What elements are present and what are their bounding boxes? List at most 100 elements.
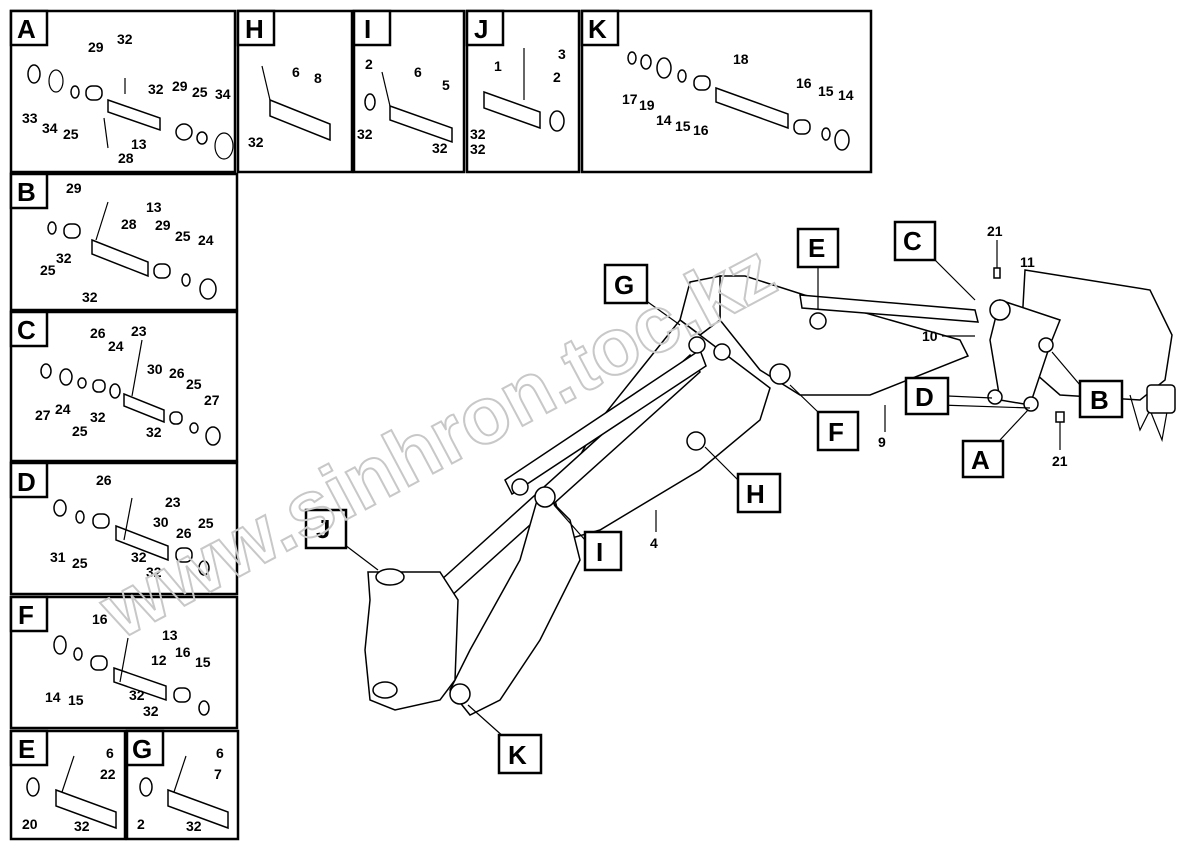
panel-b-label: 13: [146, 199, 162, 215]
panel-a-label: 29: [172, 78, 188, 94]
callout-a: A: [961, 409, 1029, 479]
svg-text:G: G: [614, 270, 634, 300]
callout-g: G: [603, 263, 681, 326]
callout-c: C: [893, 220, 976, 301]
panel-k-label: 15: [675, 118, 691, 134]
callout-b: B: [1051, 351, 1124, 419]
panel-a-label: 33: [22, 110, 38, 126]
panel-a-letter: A: [17, 14, 36, 44]
panel-i-label: 6: [414, 64, 422, 80]
panel-h-label: 32: [248, 134, 264, 150]
panel-i-label: 32: [432, 140, 448, 156]
callout-e: E: [796, 227, 840, 310]
panel-d-label: 30: [153, 514, 169, 530]
panel-k-label: 18: [733, 51, 749, 67]
panel-b-label: 24: [198, 232, 214, 248]
svg-text:A: A: [971, 445, 990, 475]
panel-c-label: 32: [146, 424, 162, 440]
panel-c: C 26 24 23 30 26 25 27 24 25 32 32 27: [9, 310, 239, 463]
panel-b-label: 28: [121, 216, 137, 232]
panel-a-label: 34: [42, 120, 58, 136]
panel-i-label: 5: [442, 77, 450, 93]
label-9: 9: [878, 434, 886, 450]
panel-d-label: 23: [165, 494, 181, 510]
panel-f-label: 12: [151, 652, 167, 668]
panel-c-label: 30: [147, 361, 163, 377]
panel-f-label: 13: [162, 627, 178, 643]
panel-g: G 6 7 2 32: [125, 729, 240, 841]
callout-i: I: [553, 504, 623, 572]
svg-text:E: E: [808, 233, 825, 263]
panel-i: I 2 6 5 32 32: [352, 9, 466, 174]
panel-k-label: 14: [838, 87, 854, 103]
panel-a-label: 29: [88, 39, 104, 55]
callout-j: J: [304, 508, 379, 571]
panel-d-label: 25: [72, 555, 88, 571]
panel-b-letter: B: [17, 177, 36, 207]
panel-h: H 6 8 32: [236, 9, 354, 174]
panel-i-label: 2: [365, 56, 373, 72]
panel-e-letter: E: [18, 734, 35, 764]
panel-f-label: 32: [129, 687, 145, 703]
panel-h-label: 8: [314, 70, 322, 86]
panel-j-label: 2: [553, 69, 561, 85]
panel-j-letter: J: [474, 14, 488, 44]
svg-text:K: K: [508, 740, 527, 770]
panel-c-label: 32: [90, 409, 106, 425]
panel-a-label: 25: [192, 84, 208, 100]
panel-j: J 3 1 2 32 32: [465, 9, 581, 174]
panel-f: F 16 13 12 16 15 14 15 32 32: [9, 595, 239, 730]
panel-e-label: 20: [22, 816, 38, 832]
panel-f-label: 14: [45, 689, 61, 705]
excavator-arm-assembly: [364, 267, 1176, 716]
panel-g-label: 32: [186, 818, 202, 834]
panel-k-label: 17: [622, 91, 638, 107]
panel-h-label: 6: [292, 64, 300, 80]
panel-e-label: 22: [100, 766, 116, 782]
panel-j-label: 32: [470, 141, 486, 157]
panel-c-label: 24: [55, 401, 71, 417]
panel-g-label: 7: [214, 766, 222, 782]
label-21-top: 21: [987, 223, 1003, 239]
panel-b-label: 29: [155, 217, 171, 233]
panel-c-label: 27: [35, 407, 51, 423]
panel-j-label: 1: [494, 58, 502, 74]
panel-j-label: 32: [470, 126, 486, 142]
panel-d-letter: D: [17, 467, 36, 497]
panel-k-label: 19: [639, 97, 655, 113]
panel-b-label: 25: [40, 262, 56, 278]
panel-b-label: 32: [82, 289, 98, 305]
panel-c-label: 23: [131, 323, 147, 339]
panel-f-label: 15: [195, 654, 211, 670]
panel-d-label: 31: [50, 549, 66, 565]
panel-b-label: 32: [56, 250, 72, 266]
panel-k-label: 16: [693, 122, 709, 138]
panel-b-label: 25: [175, 228, 191, 244]
panel-a-label: 25: [63, 126, 79, 142]
svg-text:B: B: [1090, 385, 1109, 415]
panel-k: K 18 17 19 14 15 16 16 15 14: [580, 9, 873, 174]
panel-b: B 29 13 28 29 25 24 25 32 32: [9, 172, 239, 312]
panel-c-label: 27: [204, 392, 220, 408]
label-4: 4: [650, 535, 658, 551]
panel-c-label: 26: [169, 365, 185, 381]
panel-i-label: 32: [357, 126, 373, 142]
panel-a-label: 32: [148, 81, 164, 97]
panel-f-letter: F: [18, 600, 34, 630]
panel-k-label: 15: [818, 83, 834, 99]
panel-f-label: 32: [143, 703, 159, 719]
panel-i-letter: I: [364, 14, 371, 44]
panel-d: D 26 23 30 26 25 31 25 32 32: [9, 461, 239, 596]
panel-h-letter: H: [245, 14, 264, 44]
panel-a-label: 32: [117, 31, 133, 47]
svg-text:F: F: [828, 417, 844, 447]
panel-c-label: 25: [186, 376, 202, 392]
panel-e-label: 32: [74, 818, 90, 834]
svg-text:H: H: [746, 479, 765, 509]
panel-k-letter: K: [588, 14, 607, 44]
panel-j-label: 3: [558, 46, 566, 62]
panel-g-label: 6: [216, 745, 224, 761]
panel-d-label: 25: [198, 515, 214, 531]
label-21-bottom: 21: [1052, 453, 1068, 469]
